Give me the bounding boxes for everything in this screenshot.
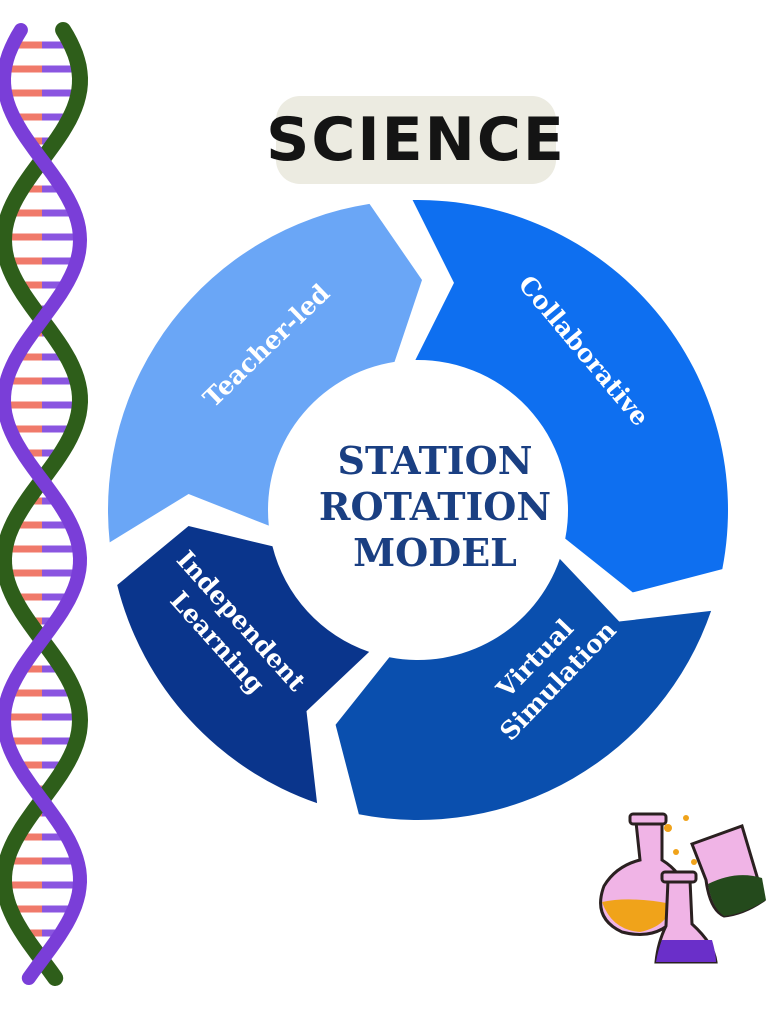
- bubbles: [664, 815, 697, 865]
- center-label: STATION ROTATION MODEL: [275, 438, 595, 576]
- dna-strand-green: [0, 22, 89, 986]
- segment-collaborative: [412, 200, 729, 593]
- title-badge: SCIENCE: [266, 96, 564, 184]
- dna-helix-illustration: [0, 22, 89, 986]
- flask-tall-icon: [654, 870, 718, 964]
- beaker-tilted-icon: [690, 824, 766, 918]
- segment-independent-learning: [117, 526, 370, 804]
- page-title: SCIENCE: [266, 105, 566, 175]
- center-label-line2: ROTATION: [318, 484, 552, 529]
- flask-round-icon: [599, 812, 686, 936]
- segment-virtual-simulation: [335, 558, 712, 820]
- center-label-line1: STATION: [337, 438, 533, 483]
- center-circle: [270, 362, 566, 658]
- segment-teacher-led: [108, 203, 423, 543]
- center-label-line3: MODEL: [353, 530, 517, 575]
- dna-strand-purple: [0, 23, 88, 985]
